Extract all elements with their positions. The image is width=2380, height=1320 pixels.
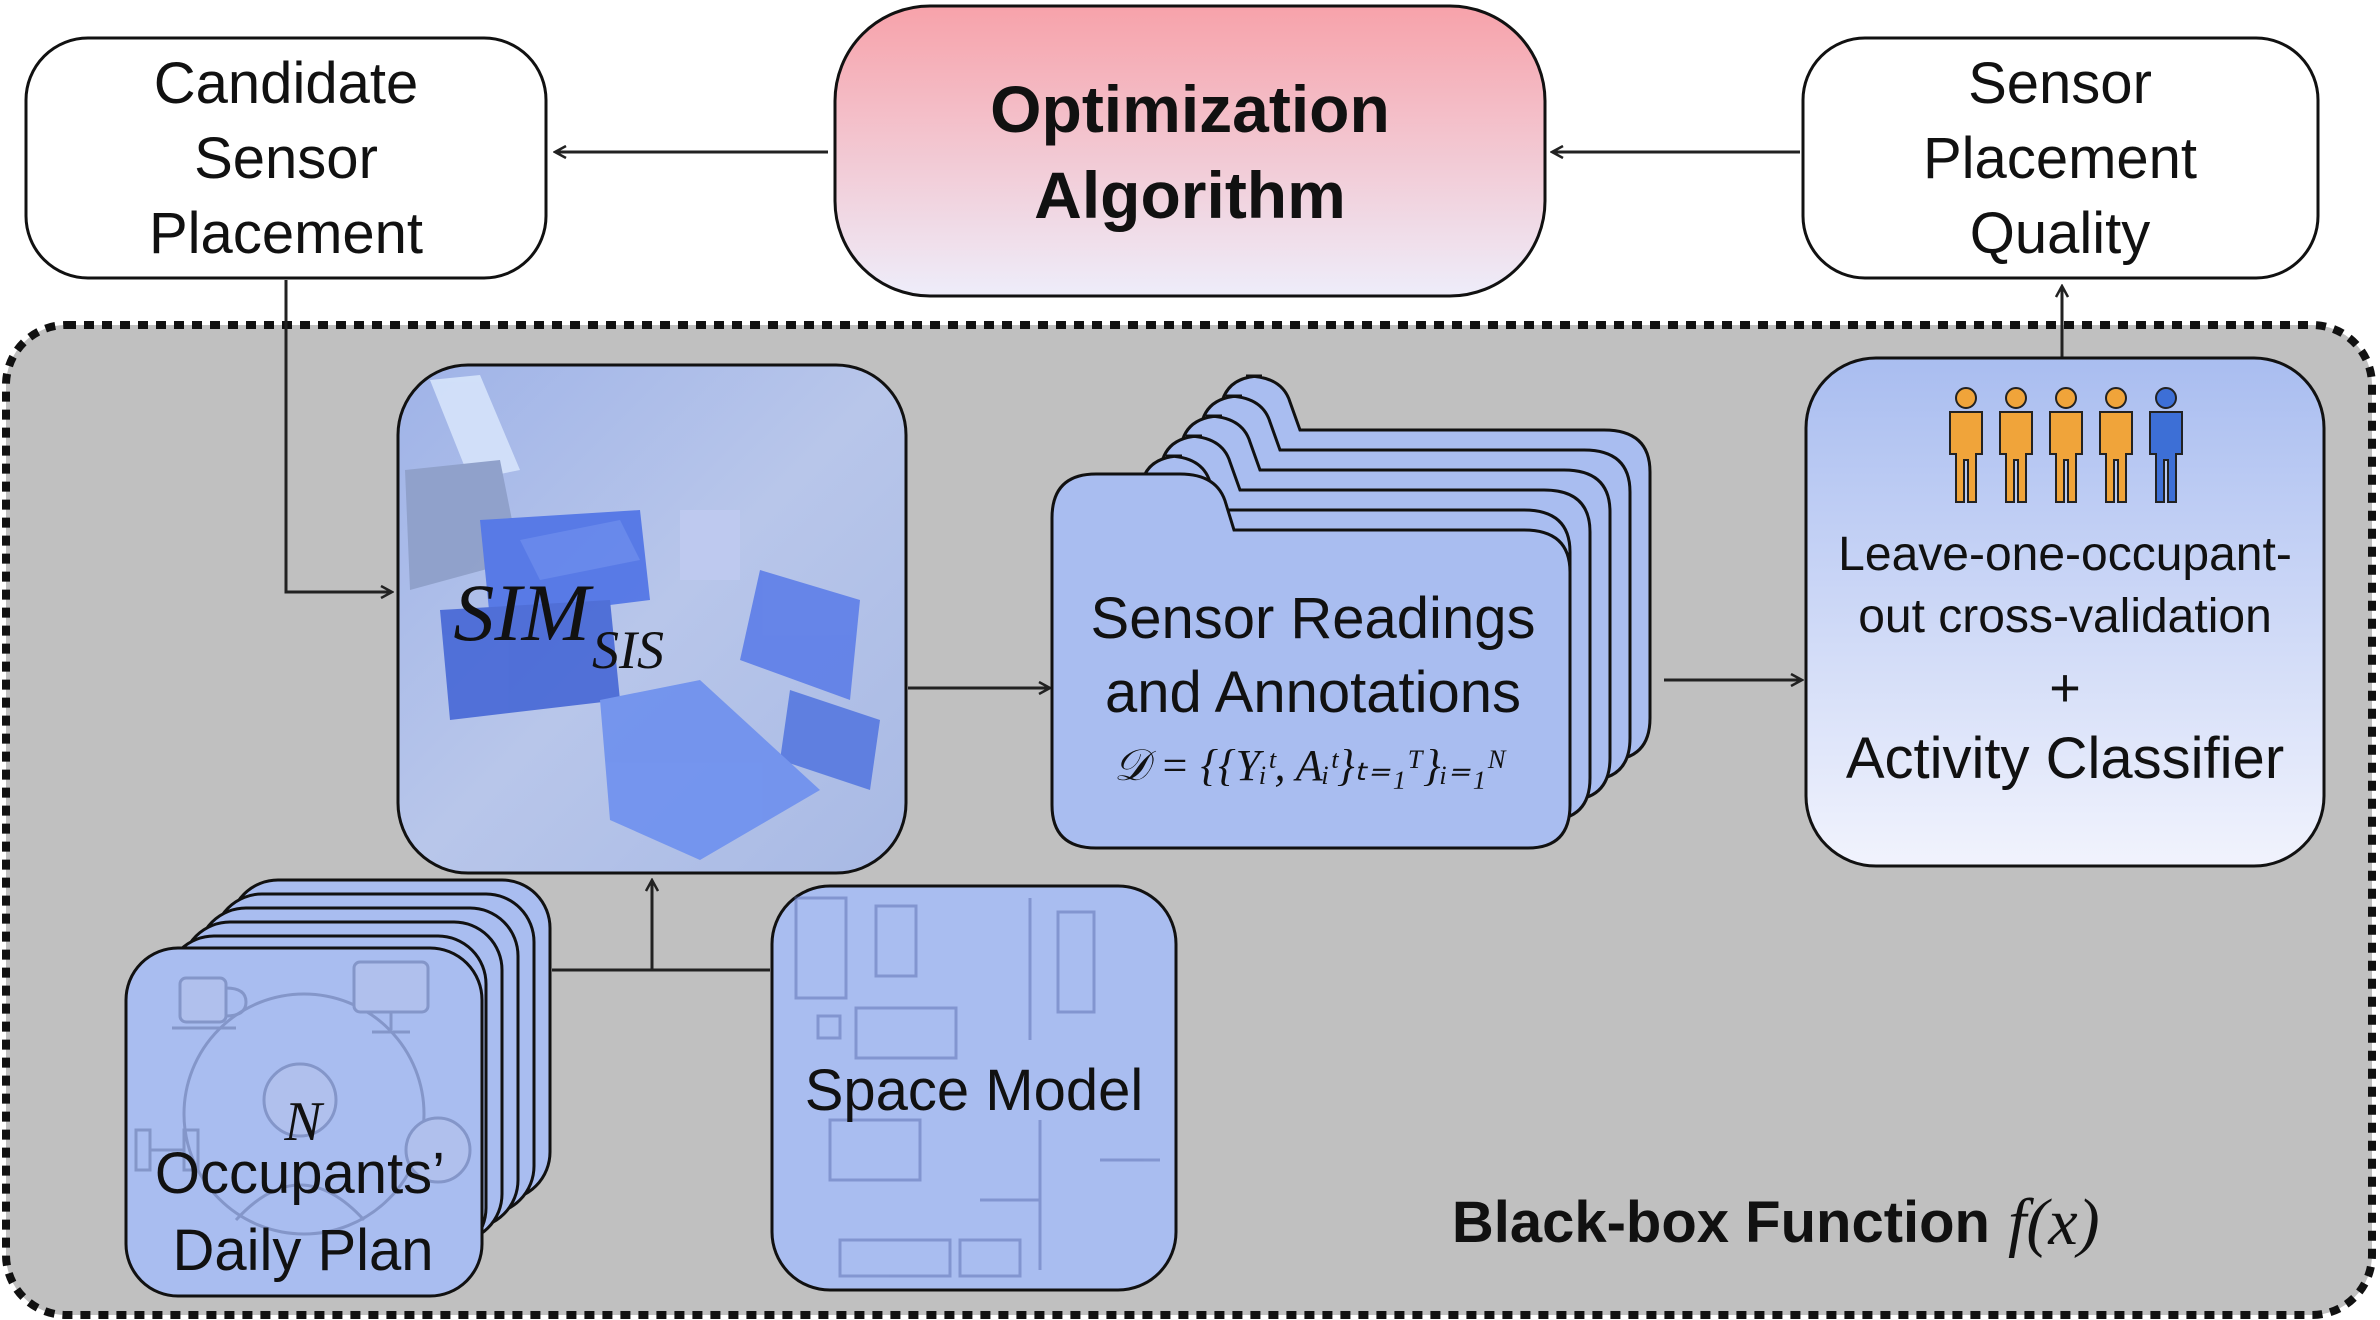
classifier-plus: + (2049, 658, 2081, 718)
computer-icon (352, 960, 430, 1034)
blackbox-label: Black-box Function (1452, 1190, 1990, 1255)
blackbox-fx: f(x) (2008, 1186, 2100, 1259)
readings-formula: 𝒟 = {{Yᵢᵗ, Aᵢᵗ}ₜ₌₁ᵀ}ᵢ₌₁ᴺ (1114, 741, 1507, 790)
classifier-box: Leave-one-occupant- out cross-validation… (1804, 356, 2326, 868)
optimization-line-2: Algorithm (1034, 158, 1346, 232)
space-model-label: Space Model (805, 1058, 1144, 1123)
readings-line-2: and Annotations (1105, 660, 1521, 725)
classifier-line-2: out cross-validation (1858, 590, 2272, 643)
floor-plan-image (794, 896, 1160, 1278)
occupants-n: N (283, 1091, 324, 1153)
occupants-line-1: Occupants’ (155, 1141, 445, 1206)
readings-line-1: Sensor Readings (1091, 586, 1536, 651)
occupants-line-2: Daily Plan (172, 1218, 433, 1283)
person-icon (234, 1062, 366, 1222)
simulator-label-sub: SIS (592, 620, 664, 680)
classifier-line-3: Activity Classifier (1846, 726, 2284, 791)
occupants-stack: N Occupants’ Daily Plan (124, 878, 552, 1298)
candidate-line-1: Candidate (154, 51, 418, 116)
candidate-sensor-placement-box: Candidate Sensor Placement (24, 36, 548, 280)
sleep-icon (404, 1116, 472, 1184)
space-model-box: Space Model (770, 884, 1178, 1292)
sensor-readings-stack: Sensor Readings and Annotations 𝒟 = {{Yᵢ… (1050, 374, 1652, 850)
room-scene-image (405, 375, 880, 860)
quality-line-1: Sensor (1968, 51, 2152, 116)
people-icons (1949, 387, 2183, 503)
simulator-label-main: SIM (453, 567, 594, 658)
quality-line-2: Placement (1923, 126, 2197, 191)
dumbbell-icon (134, 1128, 200, 1172)
person-icon (2049, 387, 2083, 503)
cycle-ring (182, 992, 426, 1236)
person-icon (1949, 387, 1983, 503)
coffee-cup-icon (172, 976, 248, 1030)
candidate-line-2: Sensor (194, 126, 378, 191)
person-icon (1999, 387, 2033, 503)
person-icon (2099, 387, 2133, 503)
person-icon (2149, 387, 2183, 503)
optimization-line-1: Optimization (990, 72, 1390, 146)
optimization-algorithm-box: Optimization Algorithm (833, 4, 1547, 298)
sensor-placement-quality-box: Sensor Placement Quality (1801, 36, 2320, 280)
simulator-box: SIM SIS (396, 363, 908, 875)
quality-line-3: Quality (1970, 201, 2151, 266)
arrow-candidate-to-simulator (284, 280, 392, 592)
candidate-line-3: Placement (149, 201, 423, 266)
classifier-line-1: Leave-one-occupant- (1838, 528, 2292, 581)
